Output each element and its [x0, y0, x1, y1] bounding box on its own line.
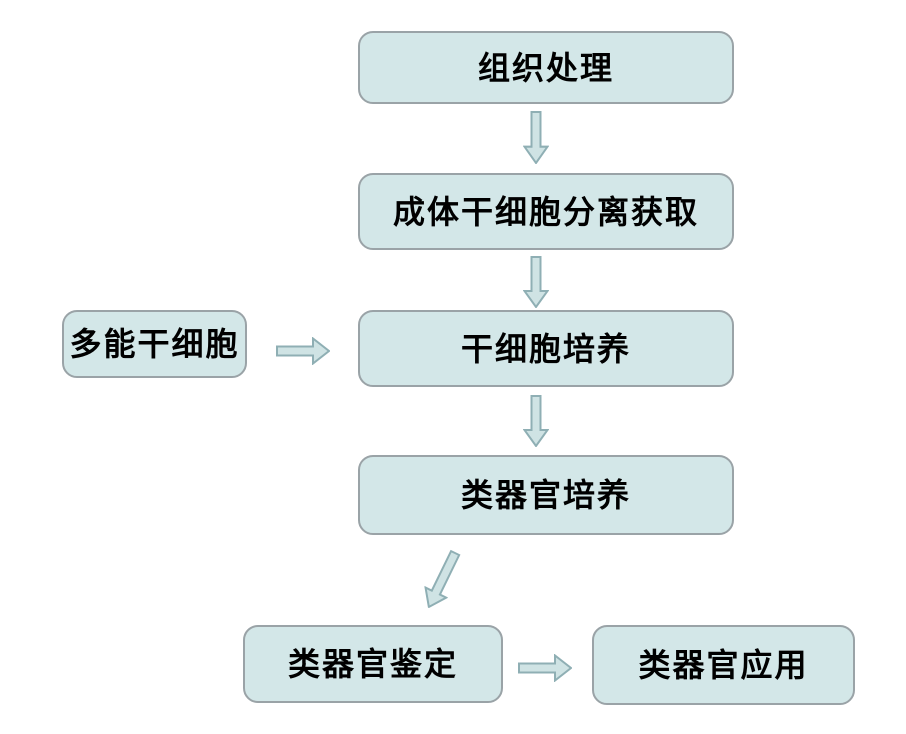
arrow-down-3-icon [523, 395, 549, 447]
node-pluripotent-stem-cell: 多能干细胞 [62, 310, 247, 378]
node-organoid-application-label: 类器官应用 [638, 646, 809, 684]
node-organoid-application: 类器官应用 [592, 625, 855, 705]
arrow-right-1-icon [276, 337, 330, 365]
arrow-down-2-icon [523, 256, 549, 308]
node-organoid-culture: 类器官培养 [358, 455, 734, 535]
node-tissue-processing-label: 组织处理 [477, 48, 614, 87]
arrow-down-left-icon [424, 549, 461, 609]
arrow-right-2-icon [518, 654, 572, 682]
node-stem-cell-culture: 干细胞培养 [358, 310, 734, 387]
node-adult-stem-cell-isolation: 成体干细胞分离获取 [358, 173, 734, 250]
node-organoid-identification-label: 类器官鉴定 [287, 645, 458, 683]
node-stem-cell-culture-label: 干细胞培养 [460, 329, 631, 368]
node-tissue-processing: 组织处理 [358, 31, 734, 104]
arrow-down-1-icon [523, 111, 549, 164]
node-organoid-identification: 类器官鉴定 [243, 625, 503, 703]
node-adult-stem-cell-isolation-label: 成体干细胞分离获取 [392, 192, 699, 231]
node-organoid-culture-label: 类器官培养 [460, 476, 631, 514]
node-pluripotent-stem-cell-label: 多能干细胞 [69, 325, 240, 363]
